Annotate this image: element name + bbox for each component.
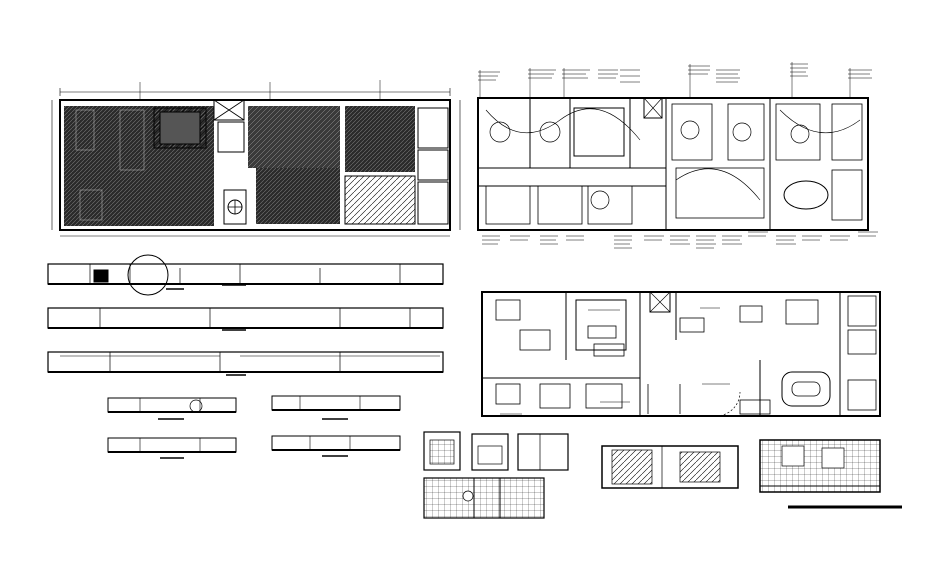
ceiling-plan [51,80,461,237]
toilet-details [423,431,569,519]
sections [47,254,444,459]
electrical-plan [477,62,878,249]
ceiling-details [601,439,902,509]
furniture-plan [481,291,881,417]
